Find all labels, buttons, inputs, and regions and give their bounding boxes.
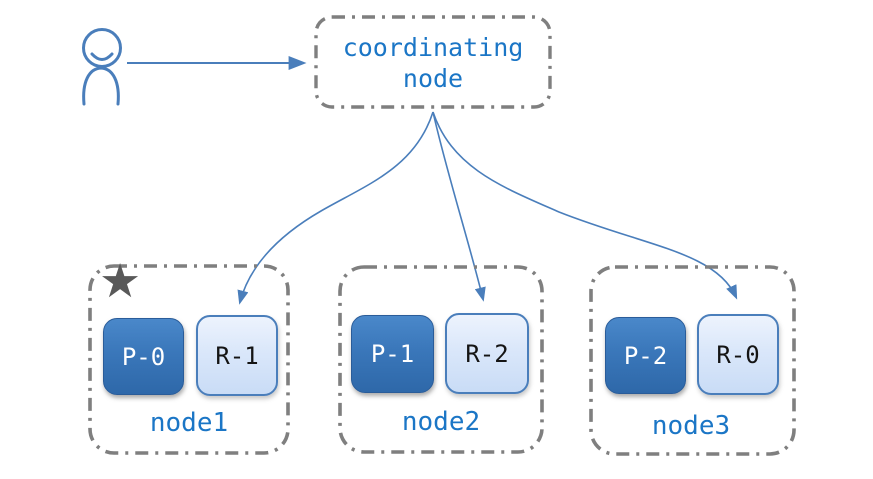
route-arrow-to-node1-replica — [237, 111, 434, 305]
shard-primary-2-label: P-2 — [623, 341, 668, 370]
person-head — [82, 28, 122, 68]
shard-replica-1: R-1 — [196, 315, 278, 396]
coordinating-node-label: coordinating node — [316, 32, 550, 94]
person-smile — [90, 52, 114, 61]
shard-replica-2-label: R-2 — [465, 339, 509, 368]
route-arrow-to-node3-replica — [432, 111, 738, 300]
node3-label: node3 — [651, 411, 731, 441]
shard-primary-1-label: P-1 — [370, 340, 415, 368]
shard-primary-0-label: P-0 — [121, 342, 166, 371]
coordinating-node-label-line2: node — [402, 64, 464, 93]
node3-border — [589, 265, 796, 456]
node1-label: node1 — [149, 408, 229, 438]
coordinating-node-label-line1: coordinating — [342, 33, 524, 62]
node1-border — [88, 264, 290, 455]
shard-primary-1: P-1 — [351, 315, 434, 393]
node2-border — [338, 265, 544, 454]
node2-label: node2 — [401, 407, 481, 437]
shard-replica-0: R-0 — [697, 314, 779, 395]
master-star-icon: ★ — [99, 254, 142, 309]
route-arrow-to-node2-replica — [432, 111, 486, 302]
client-person-icon — [82, 28, 122, 106]
shard-replica-1-label: R-1 — [215, 341, 259, 370]
coordinating-node-border — [314, 15, 552, 109]
shard-primary-0: P-0 — [103, 318, 184, 395]
shard-primary-2: P-2 — [605, 317, 686, 394]
shard-replica-0-label: R-0 — [716, 340, 760, 369]
shard-replica-2: R-2 — [445, 313, 529, 394]
person-body — [82, 66, 120, 106]
